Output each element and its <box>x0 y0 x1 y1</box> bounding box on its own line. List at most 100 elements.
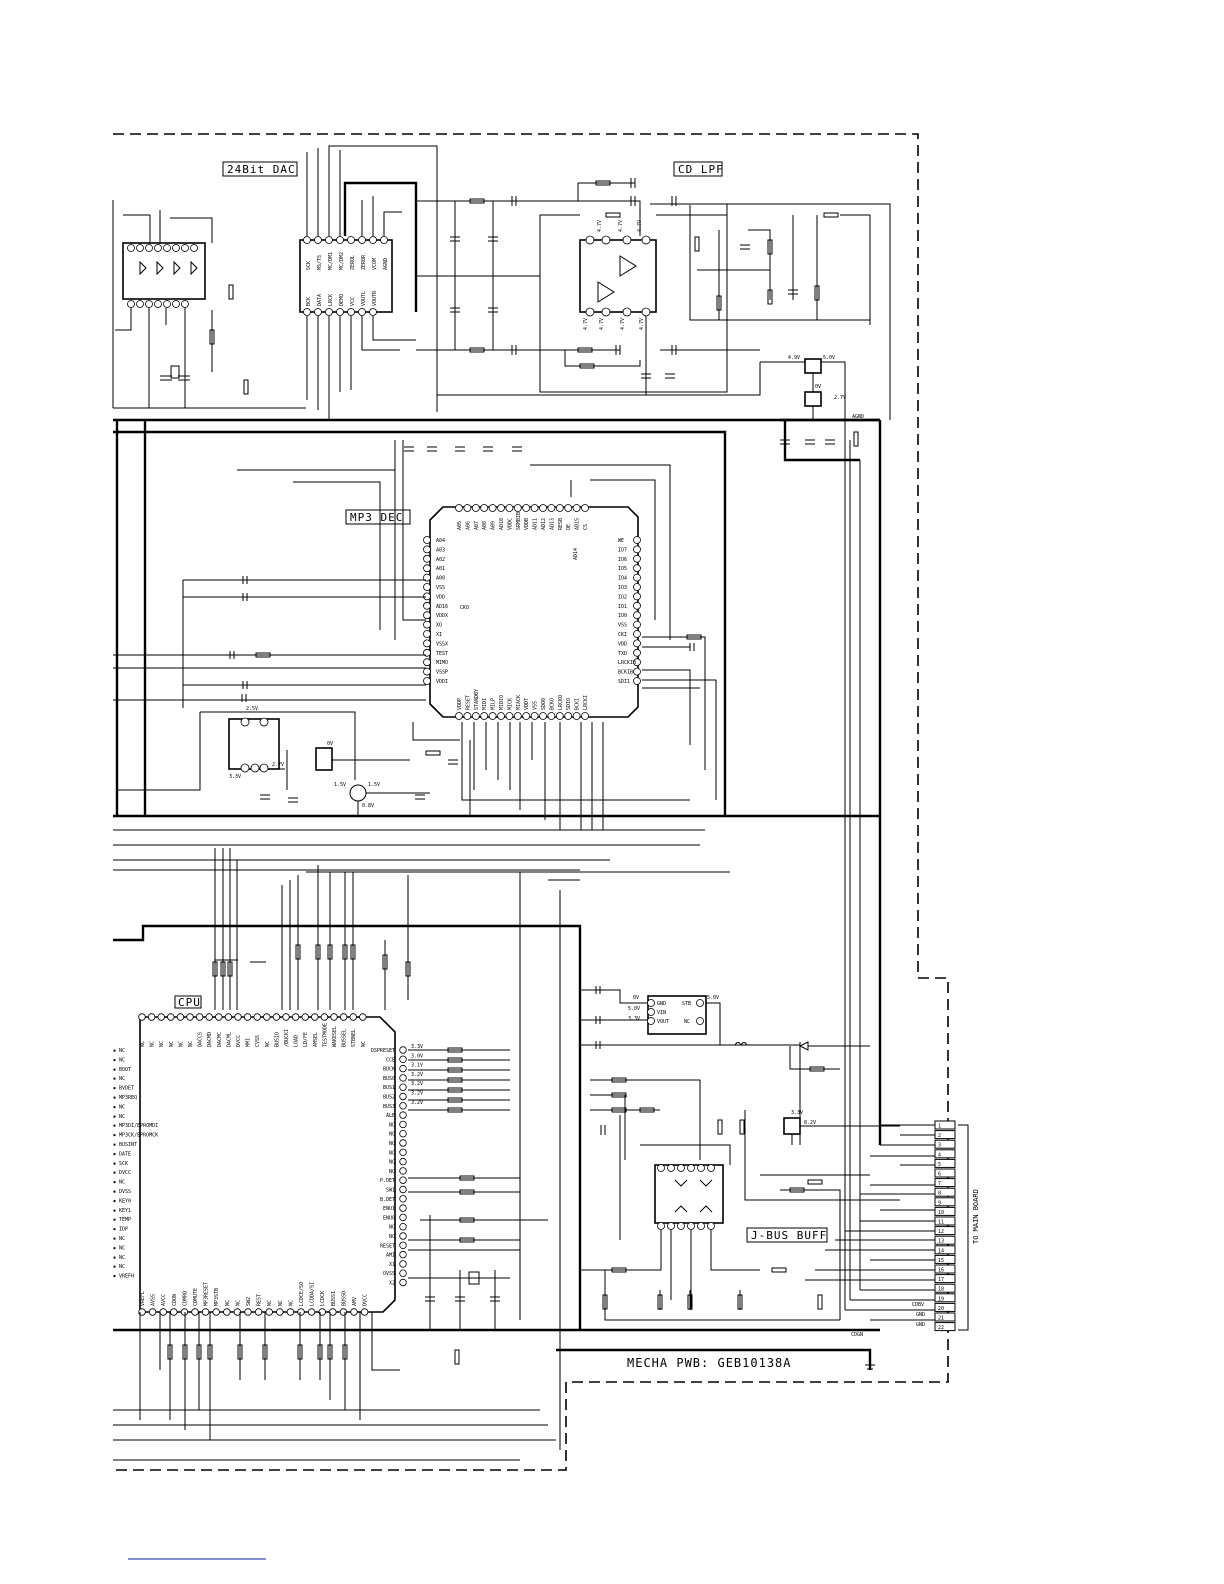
voltage-label: 1.5V <box>334 782 346 788</box>
regulator-pin-label: VOUT <box>657 1019 669 1025</box>
connector-pin <box>934 1168 956 1178</box>
cpu-pin-label: DACMC <box>217 1032 223 1047</box>
lpf-voltage: 4.7V <box>618 220 624 232</box>
connector-pin <box>934 1293 956 1303</box>
ic-pin <box>205 1013 213 1021</box>
mp3-pin-label: VSSX <box>436 641 448 647</box>
regulator-section: 4.9V 5.0V 0V 2.7V AGND <box>437 355 880 462</box>
ic-pin <box>224 1013 233 1021</box>
mp3-pin-label: TXD <box>618 651 627 657</box>
ic-pin <box>513 504 522 512</box>
jbus-block-label-box <box>746 1227 828 1243</box>
mp3-pin-label: VDDP <box>457 698 463 710</box>
connector-pin <box>934 1178 956 1188</box>
regulator-pin-label: VIN <box>657 1010 666 1016</box>
ic-pin <box>471 504 480 512</box>
mp3-pin-label: AD12 <box>541 518 547 530</box>
ic-pin <box>399 1055 407 1063</box>
dac-pin-label: DATA <box>317 294 323 306</box>
ic-pin <box>399 1139 407 1147</box>
ic-pin <box>399 1185 407 1194</box>
cpu-pin-label: X1 <box>389 1262 395 1268</box>
mp3-pin-label: MIMO <box>436 660 448 666</box>
lpf-section: CD LPF 4.7V 4.7V 4.7V 4.7V 4.7V 4.7V 4.7… <box>416 161 891 420</box>
lpf-voltage: 4.7V <box>597 220 603 232</box>
ic-pin <box>633 583 641 591</box>
cpu-right-pins: DSPRESETCCEBUCKBUS0BUS1BUS2BUS3ALENCNCNC… <box>371 1044 423 1287</box>
mp3-pin-label: AD11 <box>533 518 539 530</box>
cpu-pin-label: NC <box>389 1150 395 1156</box>
cpu-pin-voltage: 3.2V <box>411 1091 423 1097</box>
ic-pin <box>399 1148 407 1156</box>
ic-pin <box>633 667 641 676</box>
cpu-pin-voltage: 3.2V <box>411 1081 423 1087</box>
ic-pin <box>480 712 489 720</box>
mp3-pin-label: XI <box>436 632 442 638</box>
mp3-pin-label: IO3 <box>618 585 627 591</box>
ic-pin <box>265 1308 273 1316</box>
mp3-pin-label: BCKI <box>575 698 581 710</box>
ic-pin <box>399 1250 407 1259</box>
ic-pin <box>423 639 431 648</box>
ic-pin <box>423 545 431 554</box>
net-label-cdgn: CDGN <box>851 1332 863 1338</box>
jbus-section: J-BUS BUFF 3.3V 8.2V <box>580 1077 900 1321</box>
ic-pin <box>633 536 641 544</box>
ic-pin <box>423 564 431 573</box>
ic-pin <box>423 573 431 582</box>
connector-pin-label: 19 <box>938 1296 944 1302</box>
cpu-chip <box>139 1016 396 1313</box>
cpu-pin-label: BUS2 <box>383 1095 395 1101</box>
ic-pin <box>215 1013 223 1021</box>
mp3-pin-label: AD13 <box>549 518 555 530</box>
mp3-block-label-box <box>345 509 411 525</box>
ic-pin <box>539 504 547 512</box>
ic-pin <box>212 1308 220 1316</box>
mp3-pin-label: VDDX <box>436 613 448 619</box>
mp3-block-label: MP3 DEC <box>350 511 403 524</box>
cpu-pin-label: NC <box>389 1234 395 1240</box>
ic-pin <box>399 1195 407 1203</box>
ic-pin <box>318 1308 326 1316</box>
connector-pin-label: 12 <box>938 1229 944 1235</box>
ic-pin <box>399 1278 407 1287</box>
ic-pin <box>399 1046 407 1054</box>
mp3-capacitors <box>229 446 695 803</box>
ic-pin <box>455 504 463 512</box>
connector-pin <box>934 1139 956 1149</box>
mp3-pin-label: CKI <box>618 632 627 638</box>
ic-pin <box>330 1013 338 1021</box>
cpu-pin-label: MP3STB <box>214 1288 220 1306</box>
cpu-block-label: CPU <box>178 996 201 1009</box>
resistor <box>243 379 249 395</box>
ic-pin <box>399 1204 407 1212</box>
ic-pin <box>297 1308 305 1316</box>
mp3-pin-label: MIACK <box>516 695 522 710</box>
mp3-pin-label: A09 <box>491 521 497 530</box>
voltage-label: 0V <box>327 741 333 747</box>
cpu-pin-label: NC <box>389 1122 395 1128</box>
mp3-pin-label: A08 <box>482 521 488 530</box>
connector-pin-label: 15 <box>938 1258 944 1264</box>
voltage-regulator: GND VIN VOUT STB NC 0V 5.0V 3.3V 5.0V <box>580 986 870 1145</box>
mp3-pin-label: VSS <box>618 623 627 629</box>
lpf-voltage: 4.7V <box>639 318 645 330</box>
connector-pin <box>934 1322 956 1332</box>
ic-pin <box>423 583 431 591</box>
mp3-pin-label: OE <box>566 524 572 530</box>
ic-pin <box>423 658 431 667</box>
cpu-pin-label: ▪ NC <box>113 1057 125 1063</box>
ic-pin <box>513 712 522 720</box>
ic-pin <box>276 1308 284 1316</box>
ic-pin <box>564 504 573 512</box>
ic-pin <box>633 601 641 610</box>
connector-pin-label: 21 <box>938 1316 944 1322</box>
mp3-pin-label: A03 <box>436 547 445 553</box>
mp3-pin-label: VDDC <box>507 518 513 530</box>
ic-pin <box>233 1308 242 1316</box>
voltage-label: 5.0V <box>823 355 835 361</box>
dac-pin-label: AGND <box>383 258 389 270</box>
ic-pin <box>167 1013 175 1021</box>
connector-pin <box>934 1187 956 1197</box>
mp3-pin-label: A01 <box>436 566 445 572</box>
